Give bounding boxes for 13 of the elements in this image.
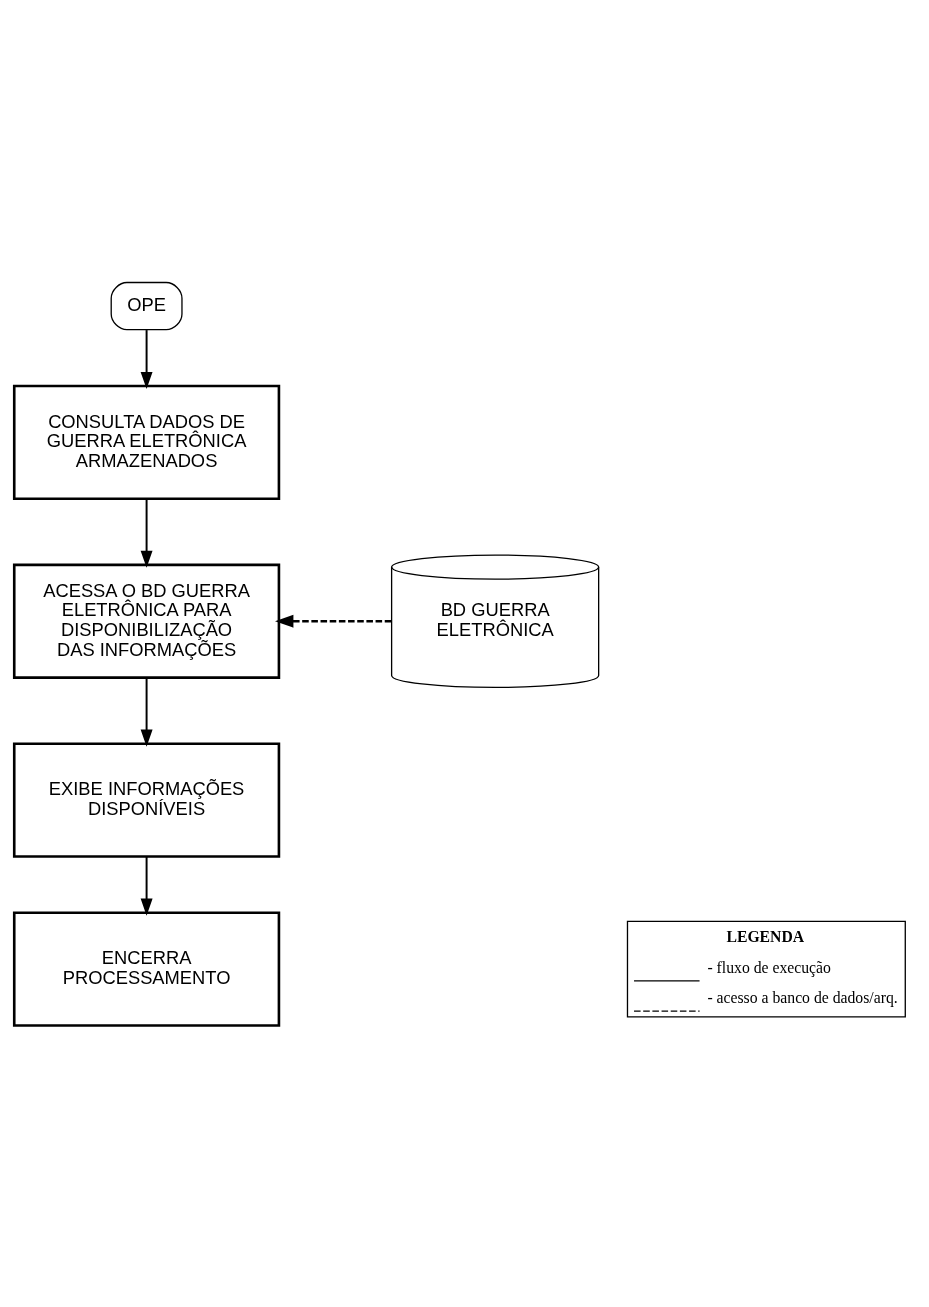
node-box: OPE	[110, 281, 183, 330]
arrow	[140, 497, 153, 568]
label: LEGENDA	[725, 927, 804, 945]
arrow	[274, 614, 391, 628]
arrow	[140, 855, 153, 916]
node-box: ENCERRA PROCESSAMENTO	[12, 911, 280, 1027]
node-box: ACESSA O BD GUERRA ELETRÔNICA PARA DISPONIBILIZAÇÃO DAS INFORMAÇÕES	[12, 563, 280, 679]
node-box: EXIBE INFORMAÇÕES DISPONÍVEIS	[12, 741, 280, 858]
legend-label: - acesso a banco de dados/arq.	[706, 988, 898, 1006]
legend-label: - fluxo de execução	[706, 958, 831, 976]
arrow	[140, 328, 153, 389]
arrow	[140, 676, 153, 747]
node-box: CONSULTA DADOS DE GUERRA ELETRÔNICA ARMAZENADOS	[12, 384, 280, 500]
